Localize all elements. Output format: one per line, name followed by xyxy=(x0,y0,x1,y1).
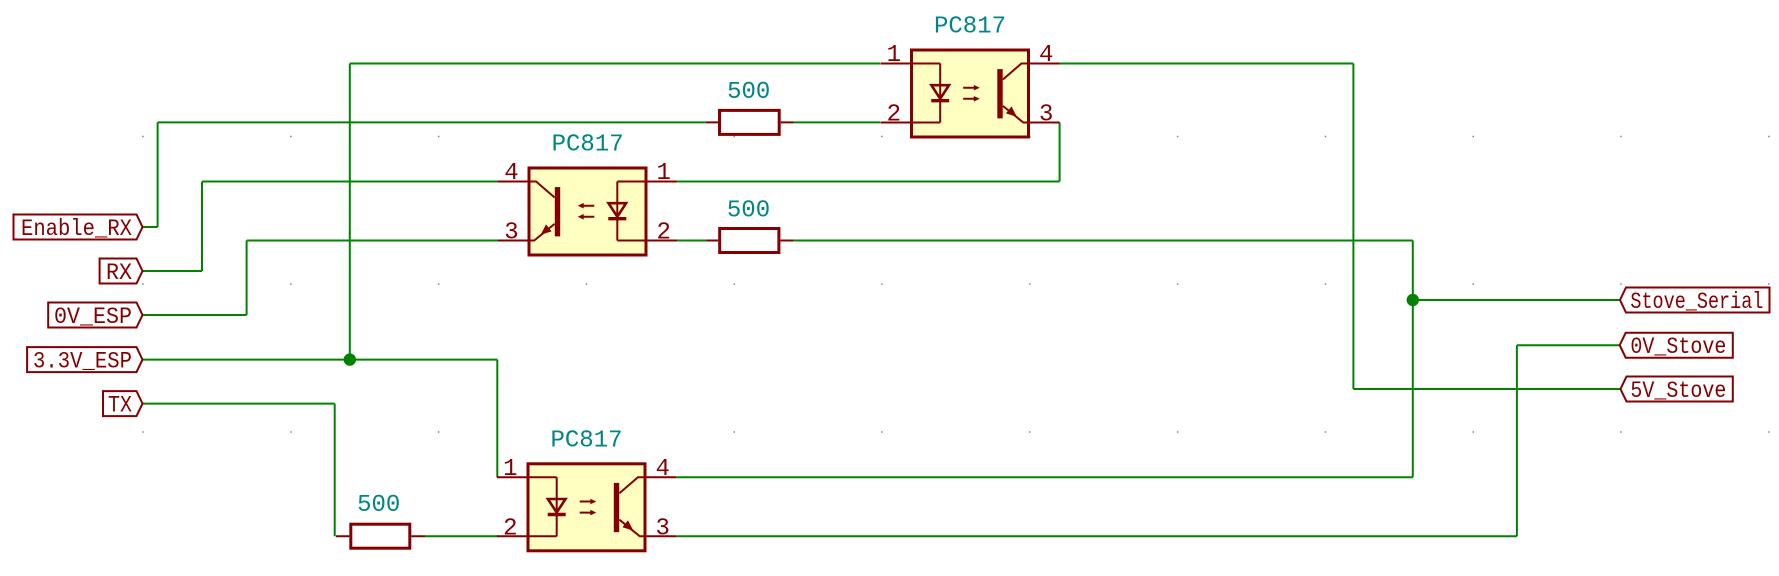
svg-text:RX: RX xyxy=(106,260,132,286)
svg-text:3: 3 xyxy=(1039,102,1053,129)
svg-text:PC817: PC817 xyxy=(552,132,624,159)
svg-text:PC817: PC817 xyxy=(934,14,1006,41)
svg-text:500: 500 xyxy=(357,492,400,519)
svg-text:TX: TX xyxy=(108,393,132,419)
svg-text:4: 4 xyxy=(504,160,518,187)
svg-text:500: 500 xyxy=(727,79,770,106)
svg-text:1: 1 xyxy=(887,42,901,69)
svg-text:4: 4 xyxy=(1039,42,1053,69)
svg-text:500: 500 xyxy=(727,198,770,225)
svg-text:3.3V_ESP: 3.3V_ESP xyxy=(33,349,132,375)
svg-text:1: 1 xyxy=(503,456,517,483)
svg-text:Enable_RX: Enable_RX xyxy=(21,216,132,242)
svg-text:0V_Stove: 0V_Stove xyxy=(1630,334,1726,360)
svg-text:5V_Stove: 5V_Stove xyxy=(1630,378,1726,404)
svg-text:1: 1 xyxy=(657,160,671,187)
svg-text:2: 2 xyxy=(887,102,901,129)
svg-text:4: 4 xyxy=(656,456,670,483)
svg-text:3: 3 xyxy=(504,220,518,247)
svg-text:2: 2 xyxy=(657,220,671,247)
svg-text:3: 3 xyxy=(656,515,670,542)
svg-text:Stove_Serial: Stove_Serial xyxy=(1630,289,1763,315)
svg-text:PC817: PC817 xyxy=(550,427,622,454)
svg-text:2: 2 xyxy=(503,515,517,542)
svg-text:0V_ESP: 0V_ESP xyxy=(54,304,132,330)
